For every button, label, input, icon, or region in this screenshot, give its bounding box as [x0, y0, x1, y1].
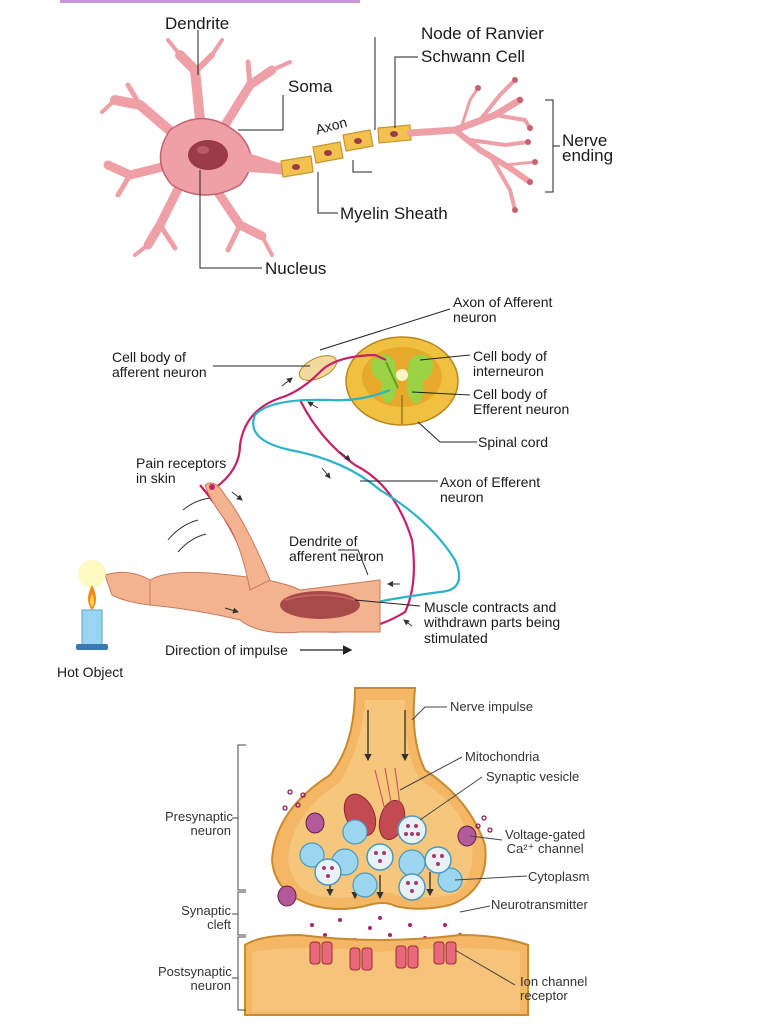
label-myelin-sheath: Myelin Sheath	[340, 204, 448, 223]
top-accent-strip	[60, 0, 360, 3]
label-schwann-cell: Schwann Cell	[421, 47, 525, 66]
label-neurotransmitter: Neurotransmitter	[491, 897, 588, 912]
label-dendrite: Dendrite	[165, 14, 230, 33]
reflex-arc-illustration	[76, 308, 477, 655]
label-hot-object: Hot Object	[57, 664, 124, 680]
label-direction-of-impulse: Direction of impulse	[165, 642, 288, 658]
label-soma: Soma	[288, 77, 333, 96]
label-nerve-ending: Nerve ending	[562, 131, 614, 166]
label-axon-efferent: Axon of Efferent neuron	[440, 474, 541, 506]
label-ion-channel-receptor: Ion channel receptor	[520, 974, 588, 1004]
label-axon-afferent: Axon of Afferent neuron	[453, 294, 553, 326]
label-nucleus: Nucleus	[265, 259, 327, 278]
label-cytoplasm: Cytoplasm	[528, 869, 590, 884]
label-node-of-ranvier: Node of Ranvier	[421, 24, 544, 43]
synapse-illustration	[232, 687, 529, 1016]
label-dendrite-afferent: Dendrite of afferent neuron	[289, 533, 384, 565]
label-cell-body-efferent: Cell body of Efferent neuron	[473, 386, 570, 418]
neuron-illustration	[100, 30, 560, 269]
label-pain-receptors: Pain receptors in skin	[136, 455, 227, 487]
label-synaptic-cleft: Synaptic cleft	[181, 903, 231, 933]
label-cell-body-interneuron: Cell body of interneuron	[473, 348, 547, 380]
label-muscle-contracts: Muscle contracts and withdrawn parts bei…	[424, 599, 561, 646]
label-nerve-impulse: Nerve impulse	[450, 699, 534, 714]
label-mitochondria: Mitochondria	[465, 749, 540, 764]
label-cell-body-afferent: Cell body of afferent neuron	[112, 349, 207, 381]
label-presynaptic-neuron: Presynaptic neuron	[165, 809, 233, 839]
label-voltage-gated-channel: Voltage-gated Ca²⁺ channel	[505, 827, 586, 857]
label-postsynaptic-neuron: Postsynaptic neuron	[158, 964, 232, 994]
label-spinal-cord: Spinal cord	[478, 434, 549, 450]
label-synaptic-vesicle: Synaptic vesicle	[486, 769, 580, 784]
